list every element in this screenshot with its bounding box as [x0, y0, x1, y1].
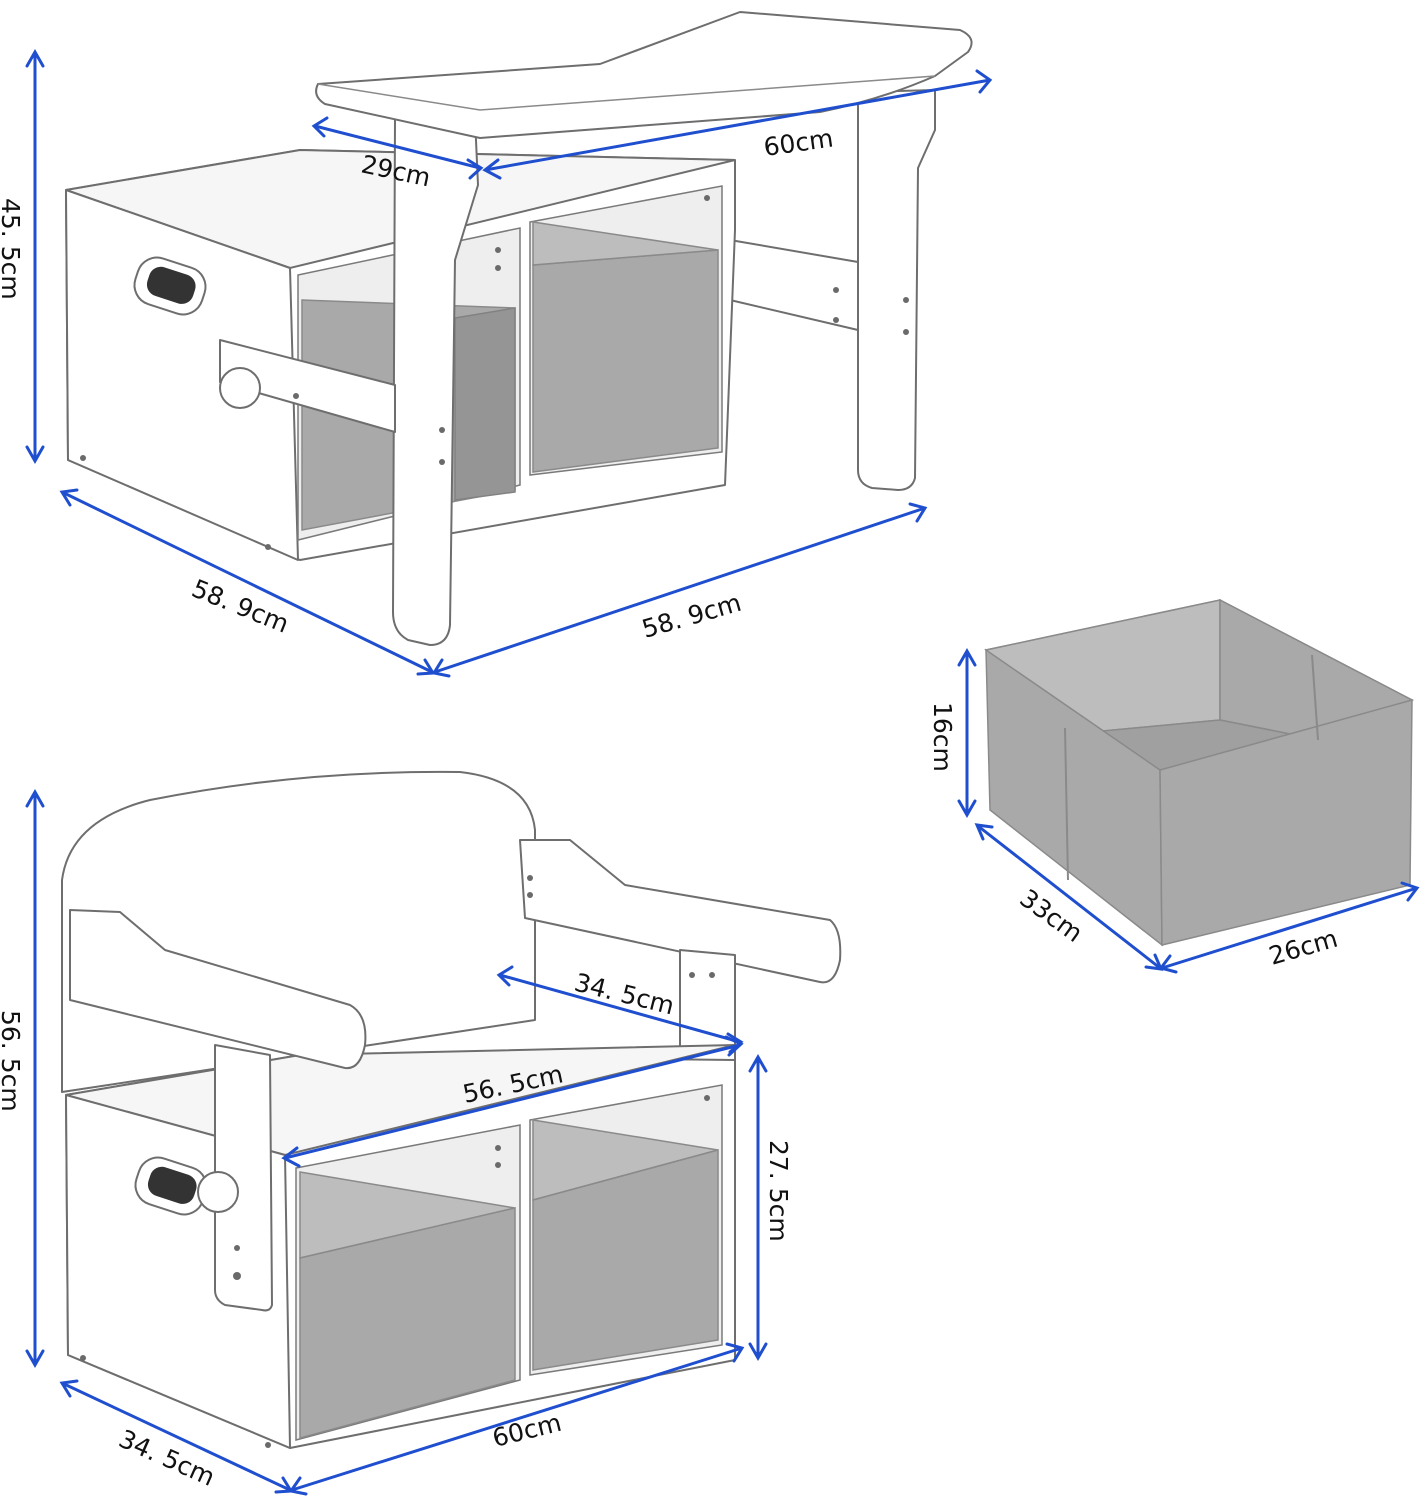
- bench-base-width-arrow: [291, 1346, 743, 1492]
- bench-hinge-knob: [197, 1171, 239, 1213]
- bench-storage-height-label: 27. 5cm: [764, 1140, 793, 1242]
- desk-base-depth-label: 58. 9cm: [188, 574, 293, 639]
- bench-box-handle-hole: [147, 1166, 197, 1204]
- desk-crossbar: [729, 239, 859, 331]
- bin-width-arrow: [1161, 886, 1418, 970]
- bench-left-armrest: [69, 909, 367, 1070]
- desk-fabric-bin-left-front: [454, 307, 516, 501]
- desk-top: [315, 11, 973, 139]
- bench-configuration: [61, 770, 842, 1449]
- bench-left-armrest-support: [214, 1044, 273, 1312]
- bench-base-depth-arrow: [61, 1381, 291, 1492]
- desk-storage-box-side: [65, 189, 299, 561]
- desk-fabric-bin-right-inner: [532, 221, 719, 266]
- bench-right-armrest: [519, 839, 842, 984]
- desk-base-width-label: 58. 9cm: [639, 588, 745, 644]
- desk-top-width-arrow: [484, 78, 991, 172]
- desk-top-width-label: 60cm: [762, 123, 835, 161]
- storage-bin-illustration: [984, 598, 1415, 947]
- desk-fabric-bin-right: [532, 249, 719, 473]
- desk-base-width-arrow: [434, 506, 926, 674]
- desk-left-leg: [392, 117, 479, 646]
- bench-base-width-label: 60cm: [489, 1408, 564, 1453]
- desk-configuration: [65, 11, 973, 646]
- desk-hinge-bar: [219, 339, 396, 433]
- bench-seat-depth-arrow: [499, 973, 741, 1044]
- desk-right-leg: [857, 89, 936, 491]
- desk-height-label: 45. 5cm: [0, 198, 25, 300]
- bench-right-armrest-support: [679, 949, 736, 1061]
- dimension-lines: [25, 48, 1420, 1496]
- bench-fabric-bin-left: [299, 1207, 516, 1439]
- bench-fabric-bin-right: [532, 1149, 719, 1371]
- bench-seat-width-arrow: [284, 1043, 741, 1160]
- bench-seat-depth-label: 34. 5cm: [572, 968, 678, 1021]
- bin-depth-arrow: [977, 824, 1161, 970]
- bench-base-depth-label: 34. 5cm: [115, 1424, 220, 1492]
- desk-hinge-knob: [219, 367, 261, 409]
- desk-box-handle-hole: [146, 266, 196, 304]
- bin-depth-label: 33cm: [1014, 883, 1088, 948]
- desk-base-depth-arrow: [61, 490, 433, 674]
- bin-height-label: 16cm: [928, 702, 957, 772]
- bench-height-label: 56. 5cm: [0, 1010, 25, 1112]
- desk-top-depth-arrow: [314, 124, 481, 170]
